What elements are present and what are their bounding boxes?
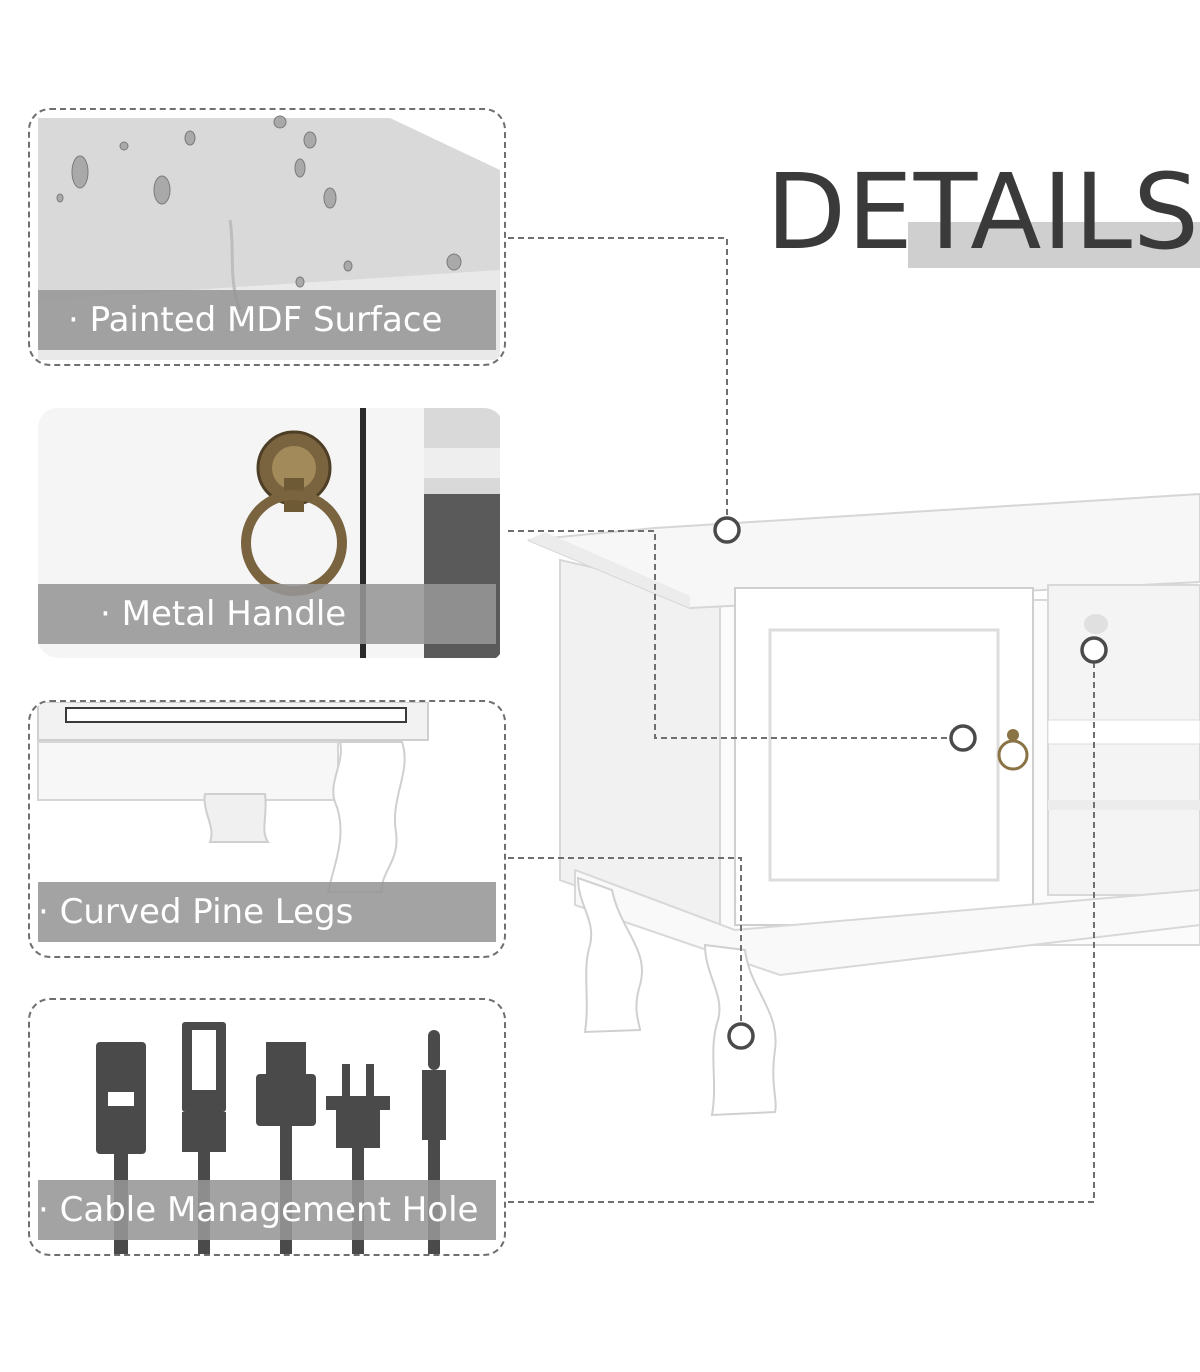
title-underline-bar [908,222,1200,268]
page-title: DETAILS [766,151,1200,273]
left-front-leg [576,876,643,1034]
title-block: DETAILS [760,150,1200,280]
feature-label: · Curved Pine Legs [38,882,496,942]
feature-panel-handle: · Metal Handle [28,406,506,664]
feature-label: · Painted MDF Surface [38,290,496,350]
tv-cabinet [527,492,1200,1117]
feature-label: · Metal Handle [38,584,496,644]
callout-markers [713,516,1108,1050]
feature-panel-cable: · Cable Management Hole [28,998,506,1256]
feature-label: · Cable Management Hole [38,1180,496,1240]
feature-panel-surface: · Painted MDF Surface [28,108,506,366]
connector-lines [508,237,1095,1203]
cable-plugs-icon [96,1022,446,1254]
cabinet-door [734,587,1034,926]
feature-panel-legs: · Curved Pine Legs [28,700,506,958]
rj11-plug-icon [182,1022,226,1254]
door-handle [997,729,1029,771]
cable-hole [1084,614,1108,634]
curved-leg-icon [37,702,429,893]
